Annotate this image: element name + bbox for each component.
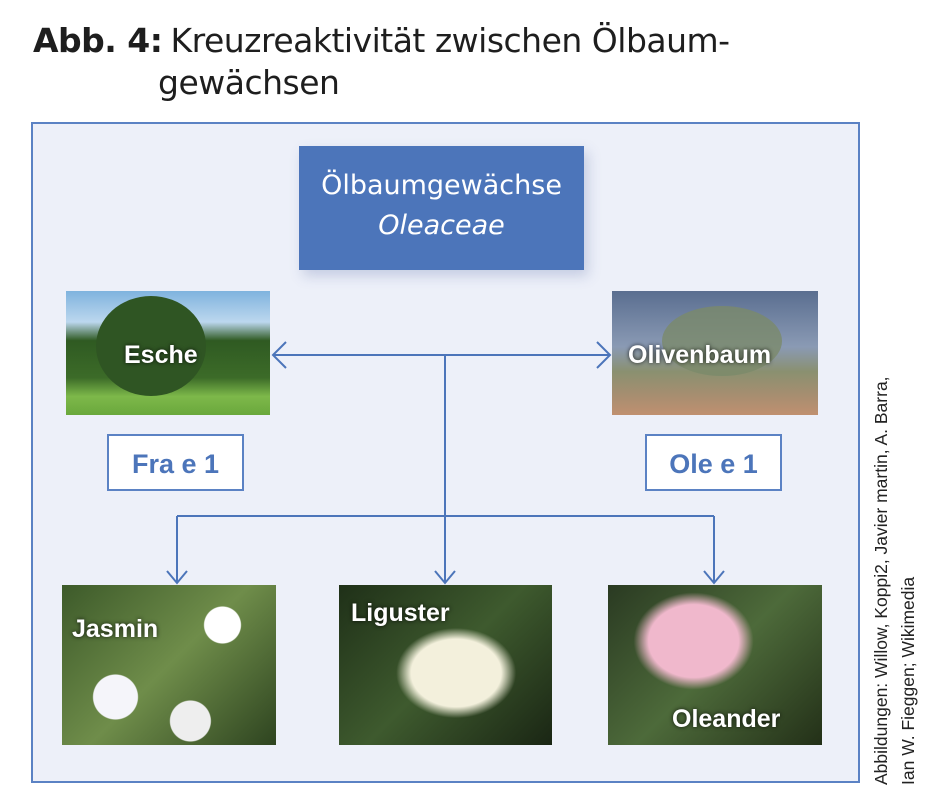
photo-label: Liguster bbox=[351, 599, 450, 627]
photo-label: Oleander bbox=[672, 705, 781, 733]
photo-olivenbaum: Olivenbaum bbox=[612, 291, 818, 415]
credit-line1: Abbildungen: Willow, Koppi2, Javier mart… bbox=[871, 376, 891, 785]
allergen-box: Fra e 1 bbox=[107, 434, 244, 491]
arrow-down-icon bbox=[166, 570, 188, 585]
family-name: Ölbaumgewächse bbox=[321, 170, 562, 201]
figure-label: Abb. 4: bbox=[33, 21, 163, 60]
arrow-right-icon bbox=[596, 341, 612, 369]
credit-line2: Ian W. Fieggen; Wikimedia bbox=[898, 576, 918, 785]
arrow-down-icon bbox=[434, 570, 456, 585]
photo-label: Olivenbaum bbox=[628, 341, 772, 369]
photo-jasmin: Jasmin bbox=[62, 585, 276, 745]
photo-oleander: Oleander bbox=[608, 585, 822, 745]
arrow-down-icon bbox=[703, 570, 725, 585]
title-line1: Kreuzreaktivität zwischen Ölbaum- bbox=[170, 21, 730, 60]
photo-label: Esche bbox=[124, 341, 198, 369]
arrow-left-icon bbox=[271, 341, 287, 369]
image-credits: Abbildungen: Willow, Koppi2, Javier mart… bbox=[868, 376, 922, 785]
photo-label: Jasmin bbox=[72, 615, 159, 643]
family-latin: Oleaceae bbox=[378, 210, 505, 241]
family-box: Ölbaumgewächse Oleaceae bbox=[299, 146, 584, 270]
allergen-box: Ole e 1 bbox=[645, 434, 782, 491]
photo-liguster: Liguster bbox=[339, 585, 552, 745]
title-line2: gewächsen bbox=[158, 63, 340, 102]
photo-esche: Esche bbox=[66, 291, 270, 415]
figure-title: Abb. 4:Kreuzreaktivität zwischen Ölbaum-… bbox=[33, 20, 730, 104]
